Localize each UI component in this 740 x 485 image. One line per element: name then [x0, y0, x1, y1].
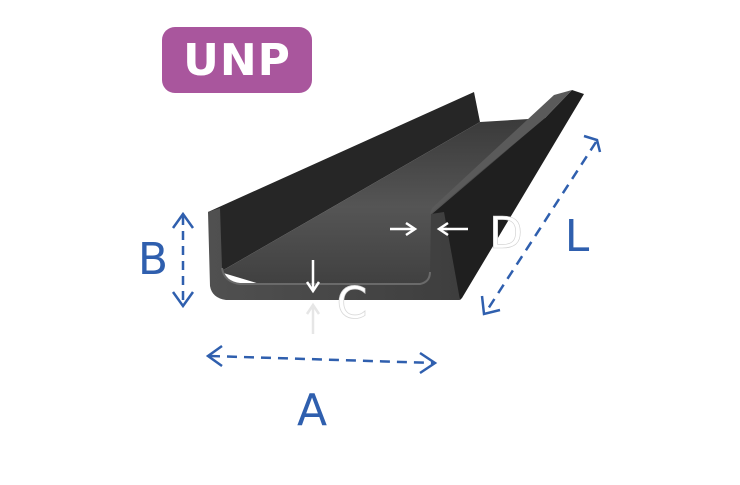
- dimension-b: [171, 211, 195, 309]
- label-d: D: [489, 208, 523, 259]
- dimension-c: [305, 260, 321, 334]
- dimension-a: [205, 344, 438, 375]
- label-b: B: [138, 234, 168, 285]
- dimension-d: [390, 221, 468, 237]
- label-l: L: [565, 211, 590, 262]
- right-flange-top: [430, 90, 572, 214]
- label-c: C: [337, 278, 368, 329]
- right-flange-side: [432, 90, 584, 300]
- front-face: [208, 208, 460, 300]
- label-a: A: [297, 385, 327, 436]
- channel-profile: [208, 90, 584, 300]
- inner-fillet: [221, 267, 431, 285]
- dimension-l: [480, 134, 602, 316]
- left-flange-wall: [208, 92, 480, 272]
- unp-badge: UNP: [162, 27, 312, 93]
- badge-text: UNP: [183, 34, 291, 86]
